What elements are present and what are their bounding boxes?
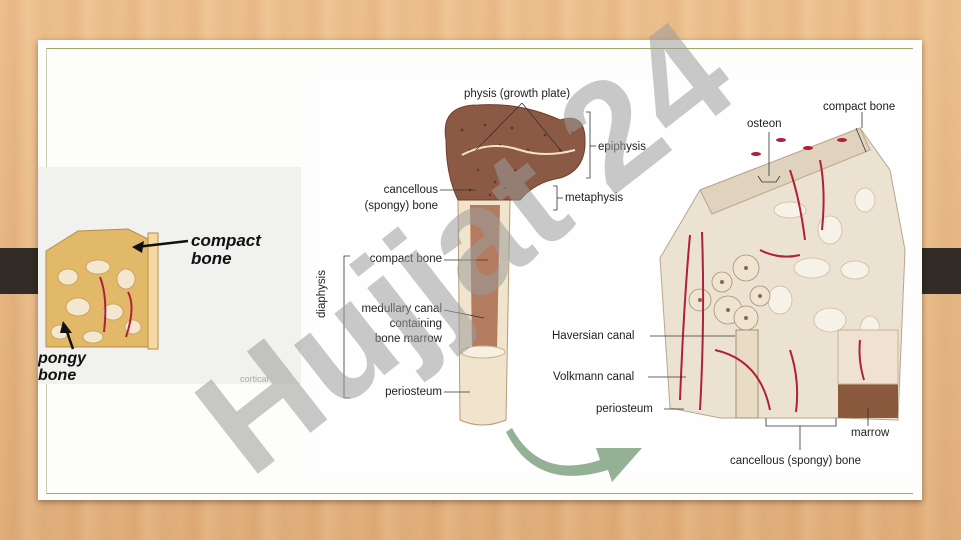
cancellous-label-line2: (spongy) bone [364,200,438,212]
transition-arrow [506,428,642,482]
inset-bone-illustration [45,228,189,350]
long-compact-bone-label: compact bone [369,253,442,265]
inset-bone-panel: compact bone pongy bone cortical [38,167,301,384]
diaphysis-label: diaphysis [316,270,328,318]
medullary-label-line2: containing [389,318,442,330]
section-compact-bone-label: compact bone [823,101,896,113]
long-bone-illustration [343,102,596,426]
metaphysis-label: metaphysis [565,192,624,204]
epiphysis-label: epiphysis [598,141,646,153]
medullary-label-line1: medullary canal [361,303,442,315]
left-dark-band [0,248,40,294]
haversian-canal-label: Haversian canal [552,330,635,342]
cancellous-label-line1: cancellous [383,184,438,196]
medullary-label-line3: bone marrow [374,333,442,345]
osteon-label: osteon [747,118,782,130]
inset-spongy-label-line2: bone [38,367,77,384]
bone-section-illustration [648,112,906,450]
inset-faint-caption: cortical [240,374,269,384]
inset-spongy-label-line1: pongy [38,350,86,367]
cancellous-spongy-label: cancellous (spongy) bone [730,455,862,467]
section-periosteum-label: periosteum [596,403,653,415]
volkmann-canal-label: Volkmann canal [553,371,635,383]
physis-label: physis (growth plate) [464,88,571,100]
inset-compact-bone-label: compact bone [191,231,261,268]
long-periosteum-label: periosteum [385,386,442,398]
right-dark-band [916,248,961,294]
marrow-label: marrow [851,427,890,439]
